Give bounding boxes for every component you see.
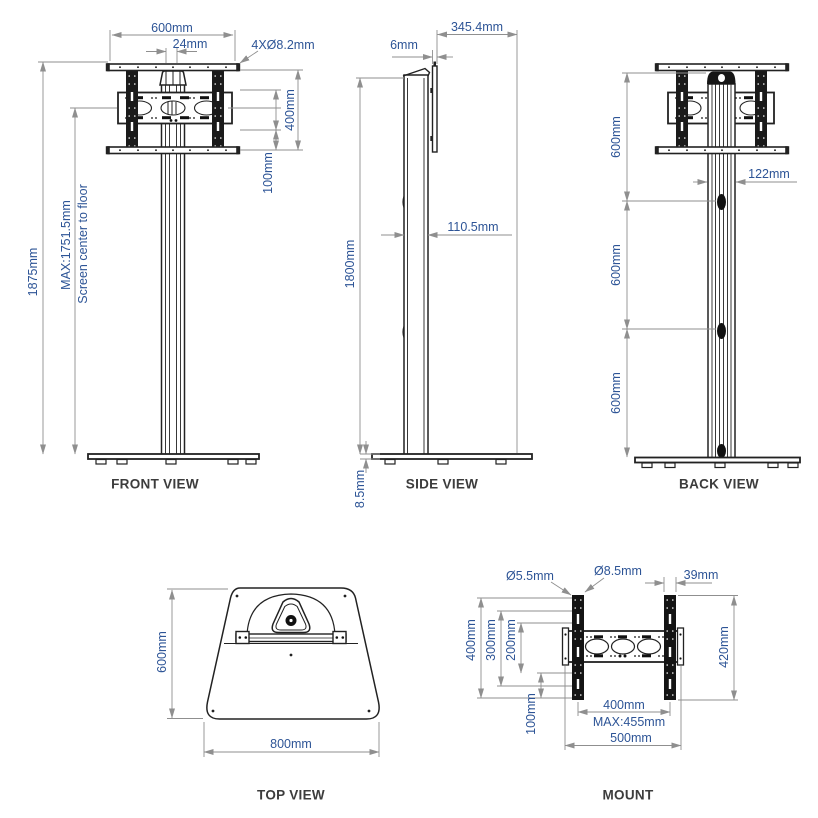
dim-front-bracket-height: 400mm xyxy=(282,89,297,131)
dim-mount-hole-span: 400mm xyxy=(603,697,645,712)
dim-back-column-width: 122mm xyxy=(748,166,790,181)
dim-mount-plate-width: 500mm xyxy=(610,730,652,745)
dim-front-holes: 4XØ8.2mm xyxy=(251,37,315,52)
dim-mount-max-span: MAX:455mm xyxy=(592,714,666,729)
dim-front-total-height: 1875mm xyxy=(25,247,40,297)
back-view-label: BACK VIEW xyxy=(679,476,759,492)
dim-mount-rail-height: 420mm xyxy=(716,626,731,668)
dim-side-column-depth: 110.5mm xyxy=(447,219,499,234)
dim-back-segment3: 600mm xyxy=(608,372,623,414)
dim-front-max-note: Screen center to floor xyxy=(75,184,90,304)
dim-mount-vesa-300: 300mm xyxy=(483,619,498,661)
dim-front-tube-width: 24mm xyxy=(172,36,208,51)
dim-back-segment2: 600mm xyxy=(608,244,623,286)
back-view-linework xyxy=(622,62,801,469)
dim-front-shelf-width: 600mm xyxy=(151,20,193,35)
side-view-linework xyxy=(356,30,533,473)
dim-mount-vesa-400: 400mm xyxy=(463,619,478,661)
dim-side-plate-thickness: 6mm xyxy=(390,37,418,52)
mount-view-label: MOUNT xyxy=(602,787,654,803)
dim-front-shelf-offset: 100mm xyxy=(260,152,275,194)
dim-mount-vesa-200: 200mm xyxy=(503,619,518,661)
dim-top-base-depth: 600mm xyxy=(154,631,169,673)
dim-side-column-height: 1800mm xyxy=(342,239,357,289)
dim-front-max-height: MAX:1751.5mm xyxy=(58,200,73,290)
top-view-linework xyxy=(167,587,380,757)
front-view-linework xyxy=(38,30,303,465)
dim-mount-vesa-100: 100mm xyxy=(523,693,538,735)
dim-mount-hole-small: Ø5.5mm xyxy=(506,568,554,583)
dim-mount-rail-width: 39mm xyxy=(683,567,719,582)
top-view-label: TOP VIEW xyxy=(257,787,325,803)
dim-side-base-thickness: 8.5mm xyxy=(352,469,367,509)
dim-side-depth: 345.4mm xyxy=(450,19,504,34)
side-view-label: SIDE VIEW xyxy=(405,476,479,492)
dim-top-base-width: 800mm xyxy=(270,736,312,751)
dim-mount-hole-large: Ø8.5mm xyxy=(594,563,642,578)
dim-back-segment1: 600mm xyxy=(608,116,623,158)
mount-view-linework xyxy=(477,577,738,750)
front-view-label: FRONT VIEW xyxy=(111,476,199,492)
